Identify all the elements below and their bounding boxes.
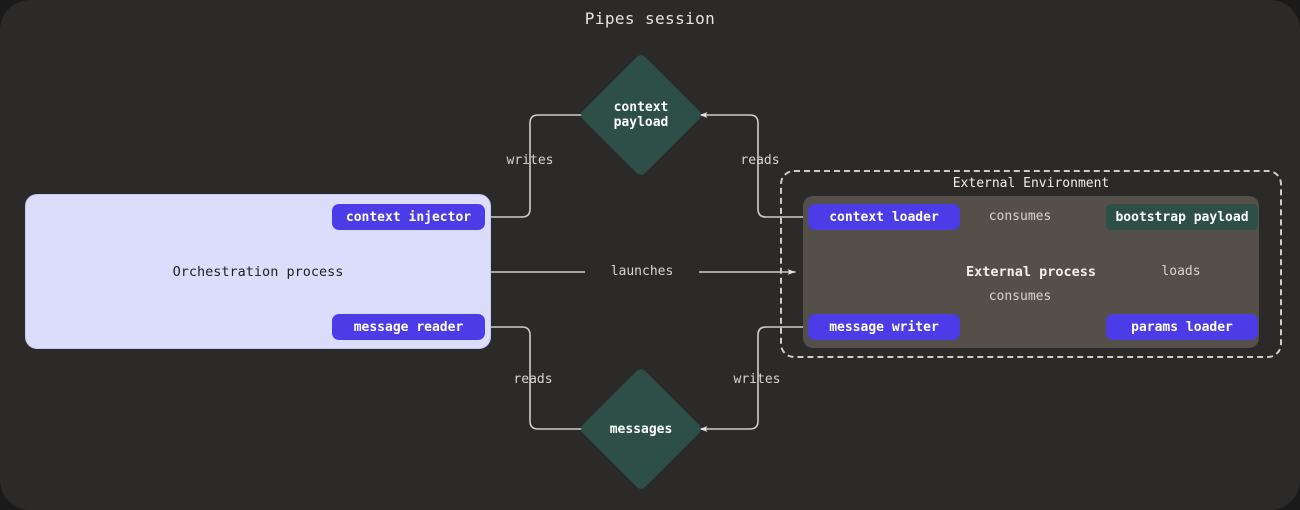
- edge-label-writes-messages: writes: [733, 372, 781, 387]
- edge-label-reads-messages: reads: [513, 372, 553, 387]
- node-params-loader[interactable]: params loader: [1106, 314, 1258, 340]
- node-context-payload[interactable]: context payload: [578, 52, 704, 178]
- edge-label-consumes-writer: consumes: [973, 289, 1067, 304]
- cluster-external-environment: [780, 170, 1282, 358]
- cluster-external-process-label: External process: [965, 264, 1097, 280]
- cluster-external-environment-label: External Environment: [952, 175, 1110, 191]
- node-messages[interactable]: messages: [578, 366, 704, 492]
- node-context-loader[interactable]: context loader: [808, 204, 960, 230]
- node-message-reader[interactable]: message reader: [332, 314, 485, 340]
- node-bootstrap-payload[interactable]: bootstrap payload: [1106, 204, 1258, 230]
- cluster-orchestration-process-label: Orchestration process: [172, 264, 344, 280]
- edge-label-consumes-context: consumes: [973, 209, 1067, 224]
- edge-label-writes-context: writes: [506, 153, 554, 168]
- edge-label-launches: launches: [585, 264, 699, 279]
- node-message-writer[interactable]: message writer: [808, 314, 960, 340]
- node-messages-label: messages: [609, 421, 673, 437]
- page-title: Pipes session: [584, 8, 716, 28]
- node-context-injector[interactable]: context injector: [332, 204, 485, 230]
- edge-label-loads-params: loads: [1139, 264, 1223, 279]
- edge-label-reads-context: reads: [740, 153, 780, 168]
- node-context-payload-label: context payload: [613, 100, 669, 130]
